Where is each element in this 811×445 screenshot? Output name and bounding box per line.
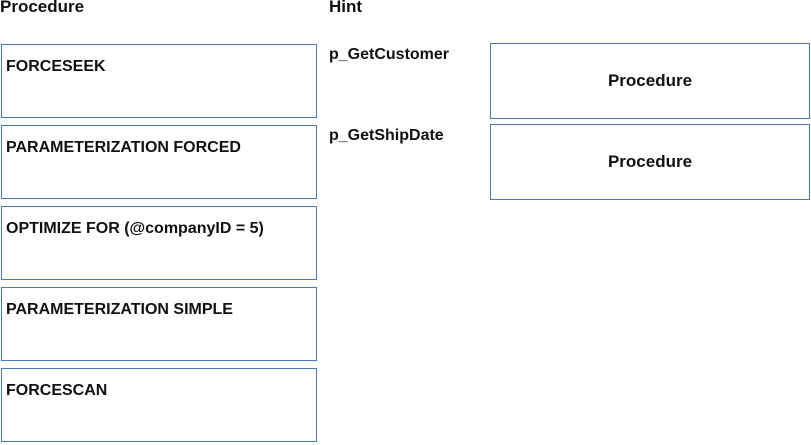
option-parameterization-simple[interactable]: PARAMETERIZATION SIMPLE (1, 287, 317, 361)
drop-target-p-getcustomer[interactable]: Procedure (490, 43, 810, 119)
hint-label-p-getshipdate: p_GetShipDate (329, 127, 444, 144)
hint-label-p-getcustomer: p_GetCustomer (329, 46, 450, 63)
procedure-column-header: Procedure (0, 0, 85, 16)
option-forcescan[interactable]: FORCESCAN (1, 368, 317, 442)
option-optimize-for[interactable]: OPTIMIZE FOR (@companyID = 5) (1, 206, 317, 280)
option-label: PARAMETERIZATION SIMPLE (6, 301, 233, 318)
option-parameterization-forced[interactable]: PARAMETERIZATION FORCED (1, 125, 317, 199)
option-label: PARAMETERIZATION FORCED (6, 139, 241, 156)
hint-column-header: Hint (329, 0, 363, 16)
option-label: OPTIMIZE FOR (@companyID = 5) (6, 220, 264, 237)
drop-target-p-getshipdate[interactable]: Procedure (490, 124, 810, 200)
option-label: FORCESEEK (6, 58, 106, 75)
option-forceseek[interactable]: FORCESEEK (1, 44, 317, 118)
option-label: FORCESCAN (6, 382, 108, 399)
